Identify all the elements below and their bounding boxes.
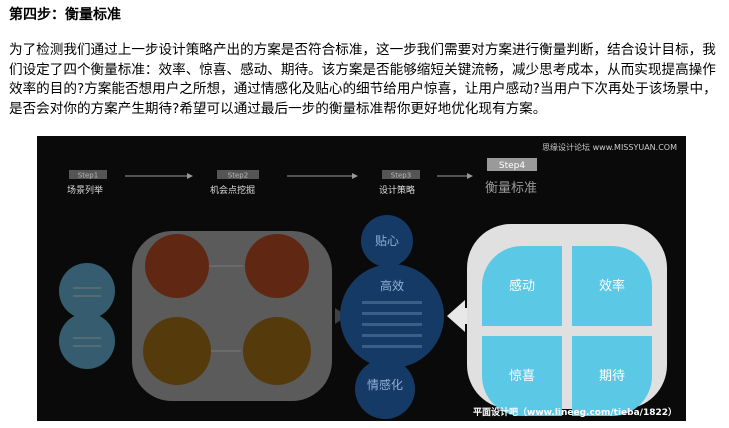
step1-label: 场景列举 — [67, 184, 103, 196]
step1-circles — [59, 263, 115, 369]
step4-tag-bg — [487, 158, 537, 171]
step3-label: 设计策略 — [379, 184, 415, 196]
step3-circle-1: 贴心 — [375, 234, 399, 248]
section-heading: 第四步：衡量标准 — [9, 7, 121, 23]
watermark-bottom: 平面设计吧（www.lineeg.com/tieba/1822） — [473, 406, 677, 418]
watermark-top: 思缘设计论坛 www.MISSYUAN.COM — [542, 142, 677, 152]
step4-label: 衡量标准 — [485, 181, 537, 196]
step2-tag: Step2 — [228, 172, 248, 180]
petal-xiaolv — [572, 246, 652, 326]
petal-label-1: 感动 — [509, 278, 535, 294]
petal-label-2: 效率 — [599, 278, 625, 294]
petal-label-4: 期待 — [599, 369, 625, 384]
step3-circle-3: 情感化 — [367, 377, 403, 392]
step3-circles — [340, 215, 444, 419]
petal-label-3: 惊喜 — [509, 369, 535, 384]
step3-tag-bg — [382, 170, 420, 179]
process-diagram-image: 思缘设计论坛 www.MISSYUAN.COM Step1 场景列举 Step2… — [37, 136, 686, 421]
step3-detail-lines — [362, 301, 422, 348]
step2-panel — [132, 231, 332, 401]
petal-gandong — [482, 246, 562, 326]
step3-tag: Step3 — [391, 172, 411, 180]
petal-jingxi — [482, 336, 562, 416]
body-paragraph: 为了检测我们通过上一步设计策略产出的方案是否符合标准，这一步我们需要对方案进行衡… — [9, 42, 717, 117]
step1-tag: Step1 — [78, 172, 98, 180]
step2-label: 机会点挖掘 — [210, 184, 255, 196]
step4-tag: Step4 — [499, 161, 525, 171]
step1-tag-bg — [69, 170, 107, 179]
step2-tag-bg — [217, 170, 259, 179]
petal-qidai — [572, 336, 652, 416]
step3-circle-2: 高效 — [380, 278, 404, 293]
